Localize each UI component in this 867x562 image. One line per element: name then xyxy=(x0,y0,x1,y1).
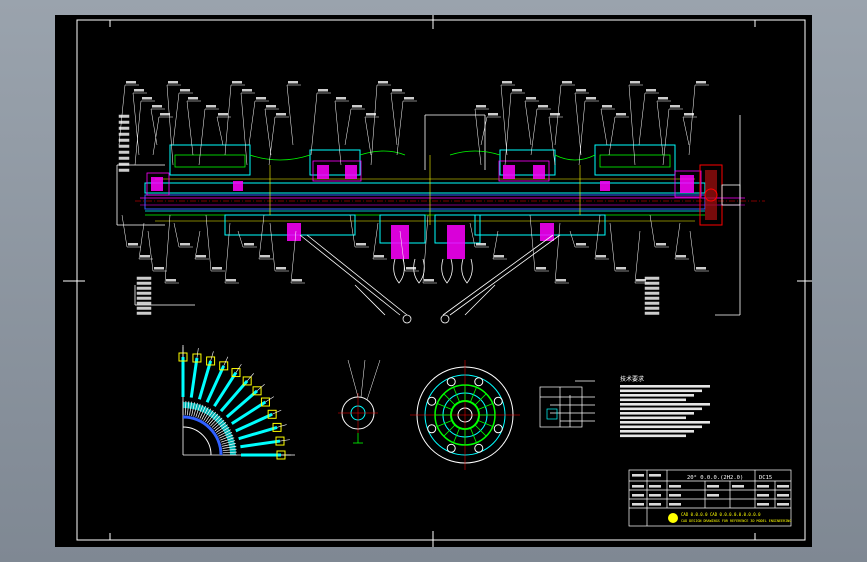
technical-notes: 技术要求 xyxy=(620,375,710,438)
company-line-2: CAD DESIGN DRAWINGS FOR REFERENCE 3D MOD… xyxy=(681,519,791,523)
center-marks xyxy=(63,15,812,547)
company-logo xyxy=(668,513,678,523)
small-circle-view xyxy=(338,359,381,444)
flange-circle-view xyxy=(410,360,520,470)
drawing-title: 20° 0.0.0.(2H2.0) xyxy=(687,475,743,481)
title-block-text: 20° 0.0.0.(2H2.0) DC15 CAD 0.0.0.0 CAD 0… xyxy=(632,474,791,523)
wiring-schematic xyxy=(539,380,595,428)
title-block xyxy=(628,469,792,527)
drawing-sheet[interactable]: 技术要求 20° 0.0.0.(2H2.0) DC15 xyxy=(55,15,812,547)
notes-heading: 技术要求 xyxy=(620,375,644,383)
drawing-code: DC15 xyxy=(759,475,772,481)
quarter-disc-view xyxy=(178,345,295,460)
outer-frame xyxy=(76,19,806,541)
right-flange xyxy=(699,164,741,226)
main-assembly-view xyxy=(116,81,765,324)
company-line-1: CAD 0.0.0.0 CAD 0.0.0.0.0.0.0.0.0 xyxy=(681,512,761,517)
cad-drawing: 技术要求 20° 0.0.0.(2H2.0) DC15 xyxy=(63,15,812,547)
